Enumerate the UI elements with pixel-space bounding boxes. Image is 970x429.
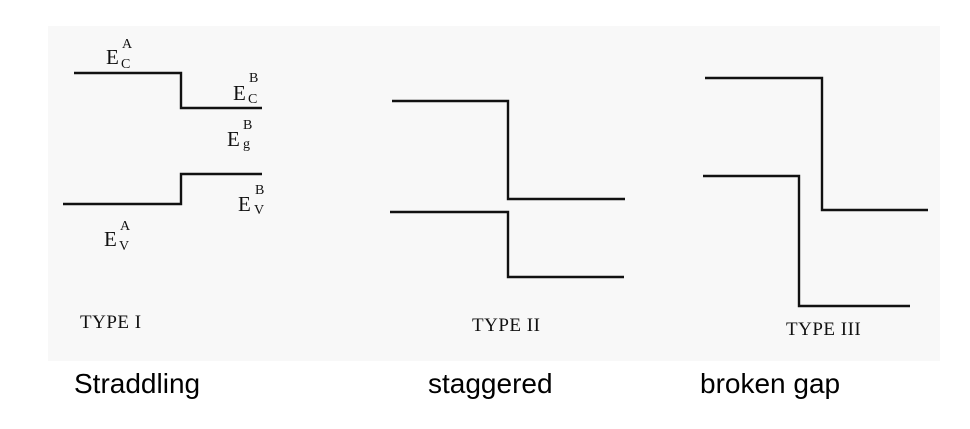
caption-straddling: Straddling [74, 368, 201, 399]
type2-conduction-band [392, 99, 625, 201]
type1-conduction-band [74, 71, 262, 110]
type-i-label: TYPE I [80, 312, 142, 333]
label-eg-b: E B g [227, 118, 253, 152]
label-ec-a: E A C [106, 37, 133, 72]
label-ec-b: E B C [233, 71, 259, 107]
type3-valence-band [703, 174, 910, 308]
type1-valence-band [63, 172, 262, 206]
label-ev-a: E A V [104, 219, 131, 254]
label-ev-b: E B V [238, 183, 265, 218]
type2-valence-band [390, 210, 624, 279]
type3-conduction-band [705, 76, 928, 212]
caption-staggered: staggered [428, 368, 553, 399]
diagram-panel [48, 26, 940, 361]
type-iii-label: TYPE III [786, 319, 862, 340]
caption-broken-gap: broken gap [700, 368, 841, 399]
type-ii-label: TYPE II [472, 315, 541, 336]
